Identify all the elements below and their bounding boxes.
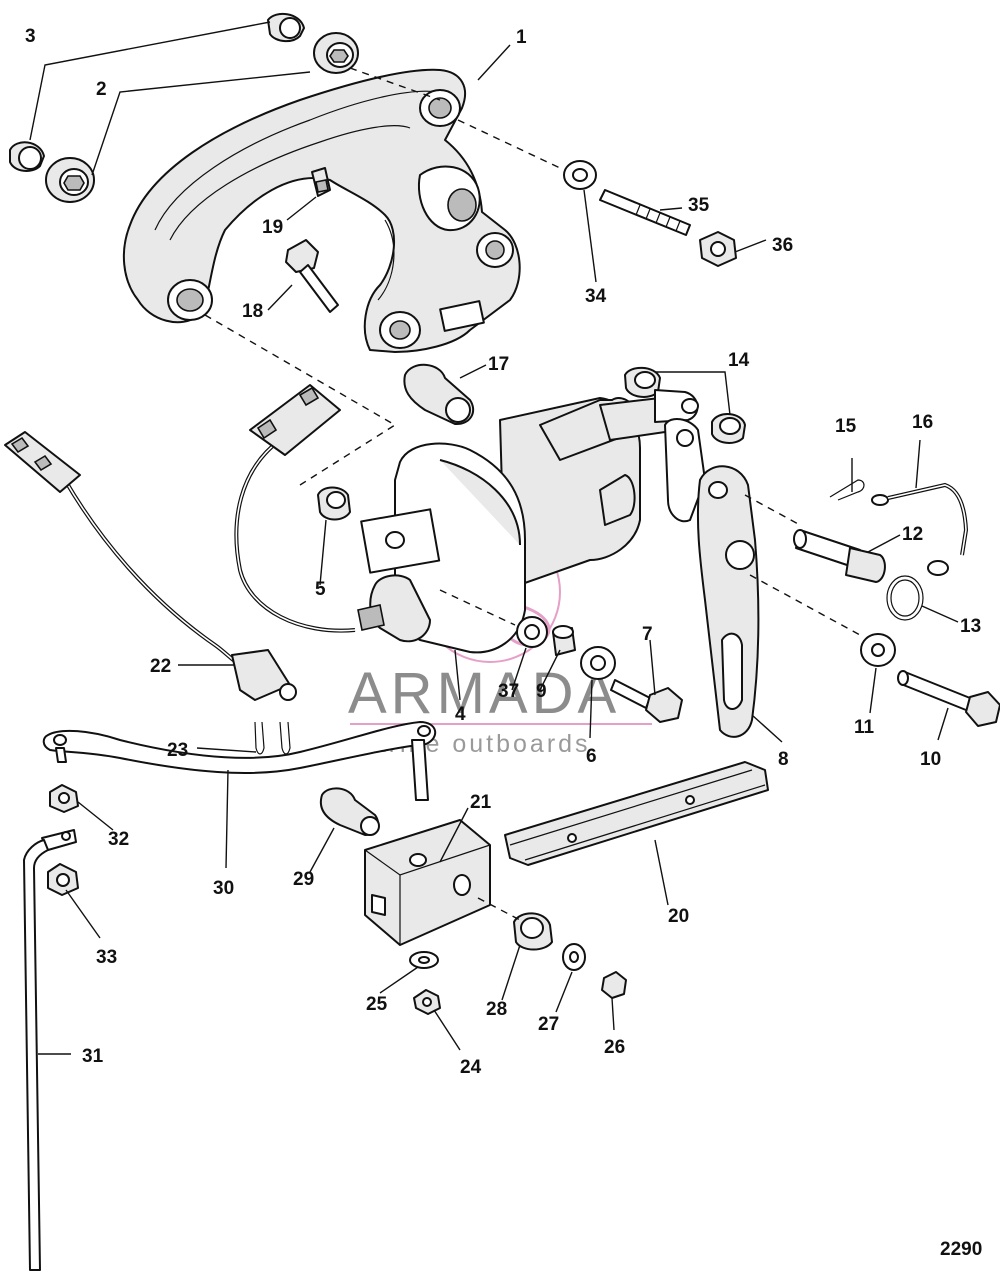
figure-number: 2290 [940,1239,982,1260]
part-34-washer [563,160,597,190]
callout-23: 23 [167,740,188,761]
callout-29: 29 [293,869,314,890]
callout-24: 24 [460,1057,482,1078]
part-16-lanyard [871,482,969,576]
callout-15: 15 [835,416,857,437]
callout-18: 18 [242,301,263,322]
actuator-harness [234,384,356,633]
callout-35: 35 [688,195,710,216]
callout-16: 16 [912,412,933,433]
part-5-bushing [317,486,351,521]
callout-17: 17 [488,354,509,375]
part-24-nut [413,989,441,1015]
alignment-lines [204,67,861,921]
part-22-switch [4,431,297,701]
callout-3: 3 [25,26,36,47]
part-14-bushings [624,366,746,444]
part-25-washer [409,951,439,969]
part-10-bolt [897,670,1000,727]
callout-21: 21 [470,792,492,813]
part-29-bushing [320,787,380,836]
callout-19: 19 [262,217,283,238]
callout-13: 13 [960,616,981,637]
part-35-stud [599,189,691,236]
callout-4: 4 [455,704,466,725]
part-20-rail [504,761,769,866]
callout-32: 32 [108,829,129,850]
callout-1: 1 [516,27,527,48]
callout-22: 22 [150,656,171,677]
part-18-bolt [285,239,339,313]
callout-7: 7 [642,624,653,645]
part-2-grommets [45,32,359,203]
part-13-retaining-ring [886,575,924,621]
callout-6: 6 [586,746,597,767]
callout-10: 10 [920,749,941,770]
callout-34: 34 [585,286,607,307]
part-23-clips [254,721,291,755]
callout-30: 30 [213,878,234,899]
part-11-washer [860,633,896,667]
callout-8: 8 [778,749,789,770]
callout-11: 11 [854,717,875,738]
callout-36: 36 [772,235,793,256]
part-28-bushing [513,912,553,951]
callout-20: 20 [668,906,689,927]
part-7-bolt [610,679,683,723]
part-31-rod [23,829,77,1271]
callout-37: 37 [498,681,519,702]
part-6-washer [580,646,616,680]
part-12-pin [793,529,886,583]
watermark-brand: ARMADA [348,661,620,726]
part-37-washer [516,616,548,648]
part-3-bushings [9,12,305,172]
part-1-bracket [122,68,521,353]
callout-9: 9 [536,681,547,702]
callout-labels: 1 2 3 4 5 6 7 8 9 10 11 12 13 14 15 16 1… [25,26,981,1078]
part-17-bushing [403,363,475,426]
callout-14: 14 [728,350,750,371]
part-21-block [364,819,491,946]
callout-27: 27 [538,1014,559,1035]
part-33-nut [47,863,79,896]
callout-5: 5 [315,579,326,600]
part-4-actuator [357,389,699,654]
part-9-spacer [552,625,576,656]
callout-31: 31 [82,1046,104,1067]
callout-12: 12 [902,524,923,545]
callout-25: 25 [366,994,388,1015]
part-27-washer [562,943,586,971]
part-26-screw [601,971,627,999]
callout-28: 28 [486,999,507,1020]
part-8-link-arm [664,418,760,738]
callout-33: 33 [96,947,117,968]
callout-26: 26 [604,1037,625,1058]
leader-lines [29,21,959,1055]
part-32-nut [49,784,79,813]
part-15-cotter-pin [829,479,865,501]
callout-2: 2 [96,79,107,100]
part-19-clip [311,167,331,197]
part-36-nut [699,231,737,267]
part-30-link-rod [42,721,436,801]
